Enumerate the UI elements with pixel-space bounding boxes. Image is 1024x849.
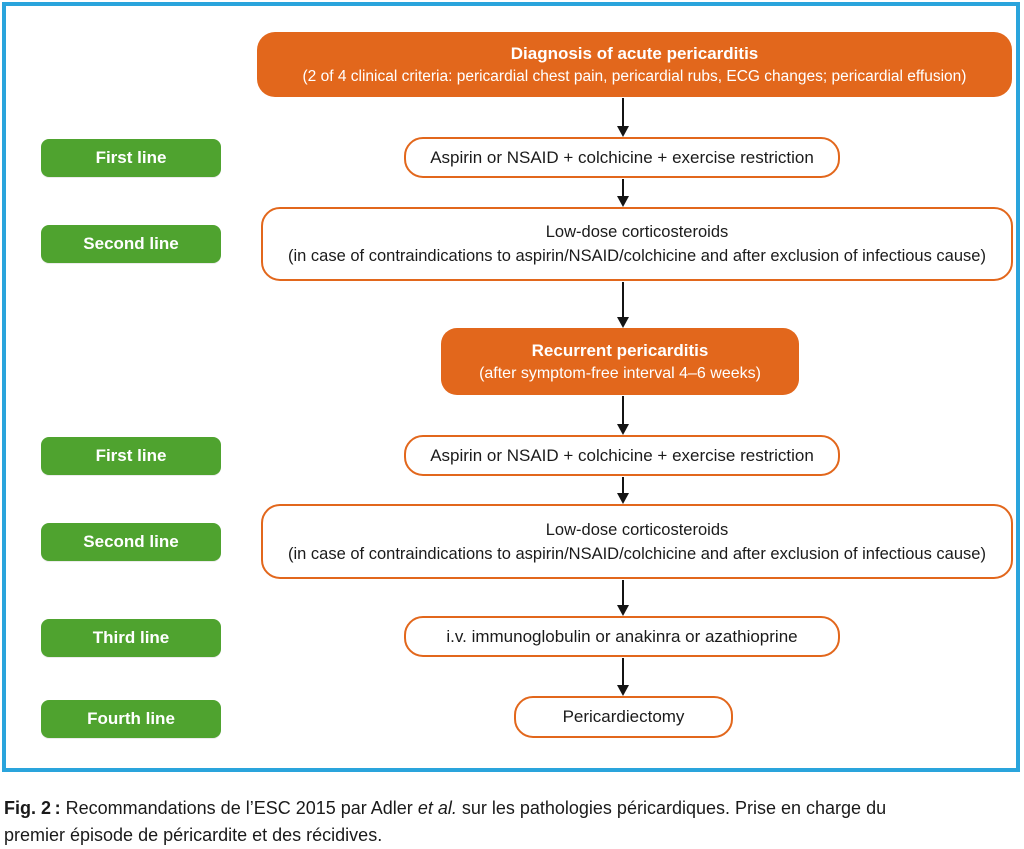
treatment-box-acute-first-line: Aspirin or NSAID + colchicine + exercise… [404,137,840,178]
down-arrow [617,477,629,504]
caption-text-2a: sur les pathologies péricardiques. Prise… [456,798,887,818]
treatment-box-recurrent-first-line: Aspirin or NSAID + colchicine + exercise… [404,435,840,476]
stage-label-second-line-acute: Second line [41,225,221,263]
treatment-box-fourth-line: Pericardiectomy [514,696,733,738]
down-arrow [617,658,629,696]
second-line-detail: (in case of contraindications to aspirin… [288,247,986,265]
figure-caption: Fig. 2 : Recommandations de l’ESC 2015 p… [4,795,1022,849]
down-arrow [617,282,629,328]
stage-label-fourth-line: Fourth line [41,700,221,738]
treatment-box-third-line: i.v. immunoglobulin or anakinra or azath… [404,616,840,657]
recurrent-title: Recurrent pericarditis [531,340,709,360]
recurrent-box: Recurrent pericarditis (after symptom-fr… [441,328,799,395]
caption-text-2b: premier épisode de péricardite et des ré… [4,825,383,845]
stage-label-second-line-recurrent: Second line [41,523,221,561]
treatment-box-recurrent-second-line: Low-dose corticosteroids (in case of con… [261,504,1013,579]
diagnosis-title: Diagnosis of acute pericarditis [510,43,759,63]
recurrent-subtitle: (after symptom-free interval 4–6 weeks) [479,364,761,382]
figure-number: Fig. 2 : [4,798,61,818]
stage-label-third-line: Third line [41,619,221,657]
treatment-box-acute-second-line: Low-dose corticosteroids (in case of con… [261,207,1013,281]
stage-label-first-line-acute: First line [41,139,221,177]
diagnosis-box: Diagnosis of acute pericarditis (2 of 4 … [257,32,1012,97]
down-arrow [617,396,629,435]
down-arrow [617,179,629,207]
down-arrow [617,98,629,137]
caption-etal: et al. [417,798,457,818]
second-line-detail: (in case of contraindications to aspirin… [288,544,986,563]
caption-text-1: Recommandations de l’ESC 2015 par Adler [60,798,418,818]
stage-label-first-line-recurrent: First line [41,437,221,475]
second-line-title: Low-dose corticosteroids [545,520,729,539]
flowchart-frame: Diagnosis of acute pericarditis (2 of 4 … [2,2,1020,772]
down-arrow [617,580,629,616]
second-line-title: Low-dose corticosteroids [545,223,729,241]
diagnosis-subtitle: (2 of 4 clinical criteria: pericardial c… [302,67,967,85]
